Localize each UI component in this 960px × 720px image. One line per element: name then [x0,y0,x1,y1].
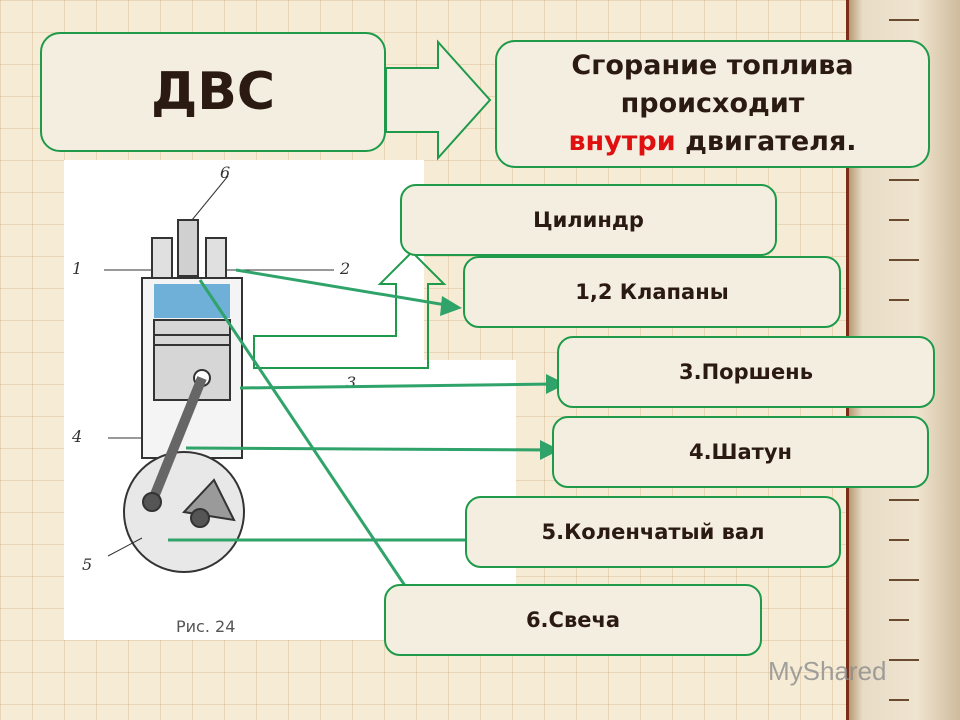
crank-axis [190,508,210,528]
figure-label-2: 2 [339,259,350,278]
definition-rest: двигателя [675,126,847,157]
figure-label-1: 1 [72,259,82,278]
rod-arrow [185,446,549,452]
cylinder-arrow [253,250,447,369]
piston-arrow [239,382,555,390]
definition-line-1: Сгорание топлива [571,50,854,81]
label-crankshaft: 5.Коленчатый вал [465,496,841,568]
connecting-rod [147,376,207,504]
figure-label-6: 6 [220,163,230,182]
plug-arrow [198,279,438,633]
figure-caption: Рис. 24 [176,617,235,636]
page-title: ДВС [40,32,386,152]
engine-figure: 1 2 3 4 5 6 Рис. 24 [64,160,424,640]
definition-line-2: происходит [620,88,805,119]
combustion-chamber [154,284,230,318]
figure-label-4: 4 [71,427,82,446]
valves-arrow [235,268,453,308]
spark-plug [177,219,199,277]
definition-highlight: внутри [568,126,676,157]
engine-diagram: 1 2 3 4 5 6 Рис. 24 [71,163,356,636]
label-spark-plug: 6.Свеча [384,584,762,656]
figure-label-5: 5 [82,555,92,574]
label-piston: 3.Поршень [557,336,935,408]
label-cylinder: Цилиндр [400,184,777,256]
crank-pin [142,492,162,512]
definition-line-3: внутри двигателя. [568,123,856,161]
figure-label-3: 3 [346,373,356,392]
definition-arrow [385,39,492,161]
label-valves: 1,2 Клапаны [463,256,841,328]
label-connecting-rod: 4.Шатун [552,416,929,488]
definition-box: Сгорание топлива происходит внутри двига… [495,40,930,168]
definition-end: . [846,126,857,157]
piston [153,319,231,401]
watermark-logo: MyShared [768,656,887,686]
